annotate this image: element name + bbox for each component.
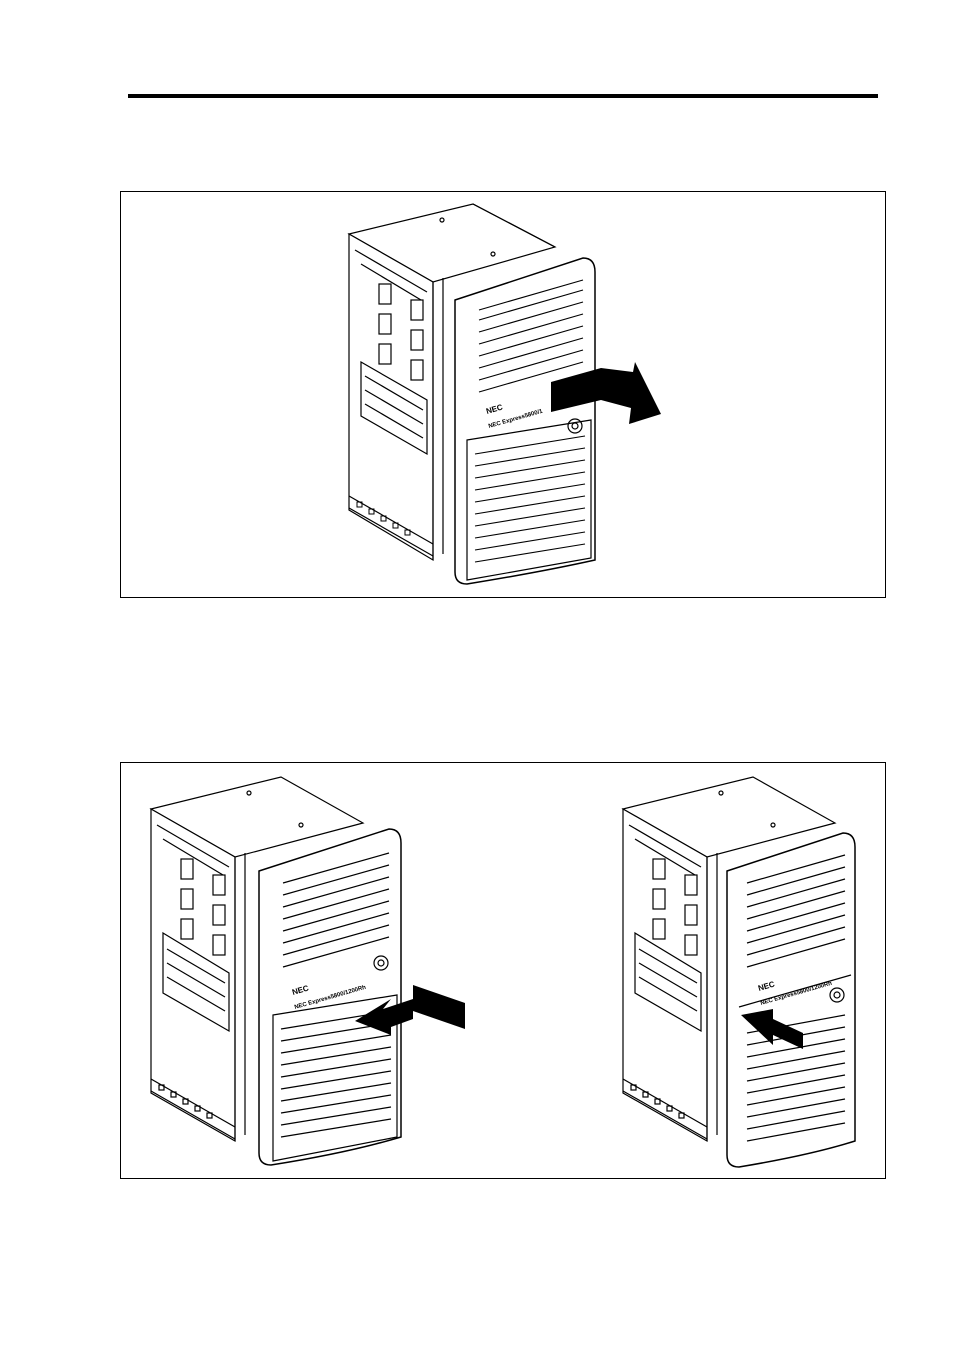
figure-attach-bezel: NEC NEC Express5800/1200Rh <box>120 762 886 1179</box>
server-illustration-remove: NEC NEC Express5800/1 <box>121 192 887 599</box>
server-illustration-attach-left: NEC NEC Express5800/1200Rh <box>121 763 887 1180</box>
figure-remove-bezel: NEC NEC Express5800/1 <box>120 191 886 598</box>
header-rule <box>128 94 878 98</box>
